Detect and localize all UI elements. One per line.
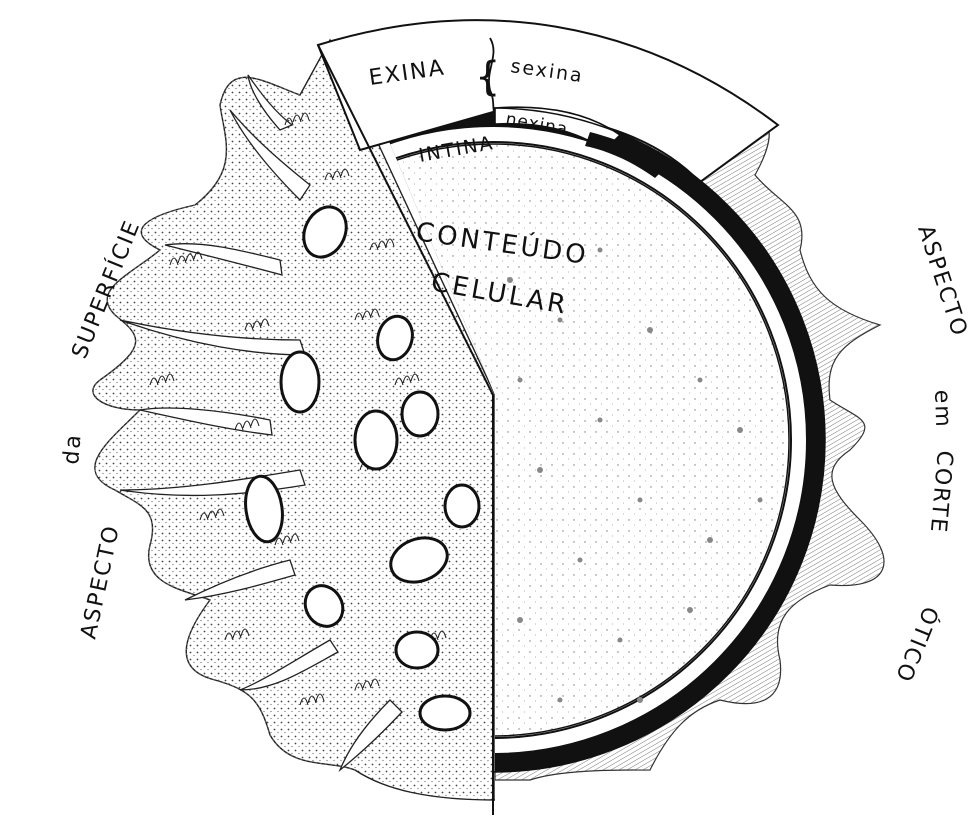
caption-right-em: em: [929, 389, 955, 429]
brace-symbol: {: [475, 54, 500, 100]
aperture: [355, 411, 397, 469]
caption-right-otico: ÓTICO: [889, 603, 943, 687]
aperture: [402, 392, 438, 436]
aperture: [445, 485, 479, 527]
caption-right-corte: CORTE: [925, 449, 957, 535]
aperture: [396, 632, 438, 668]
aperture: [281, 352, 319, 412]
aperture: [420, 696, 470, 730]
caption-right-aspecto: ASPECTO: [912, 222, 972, 340]
caption-left-da: da: [59, 432, 87, 466]
caption-left-aspecto: ASPECTO: [76, 522, 125, 641]
